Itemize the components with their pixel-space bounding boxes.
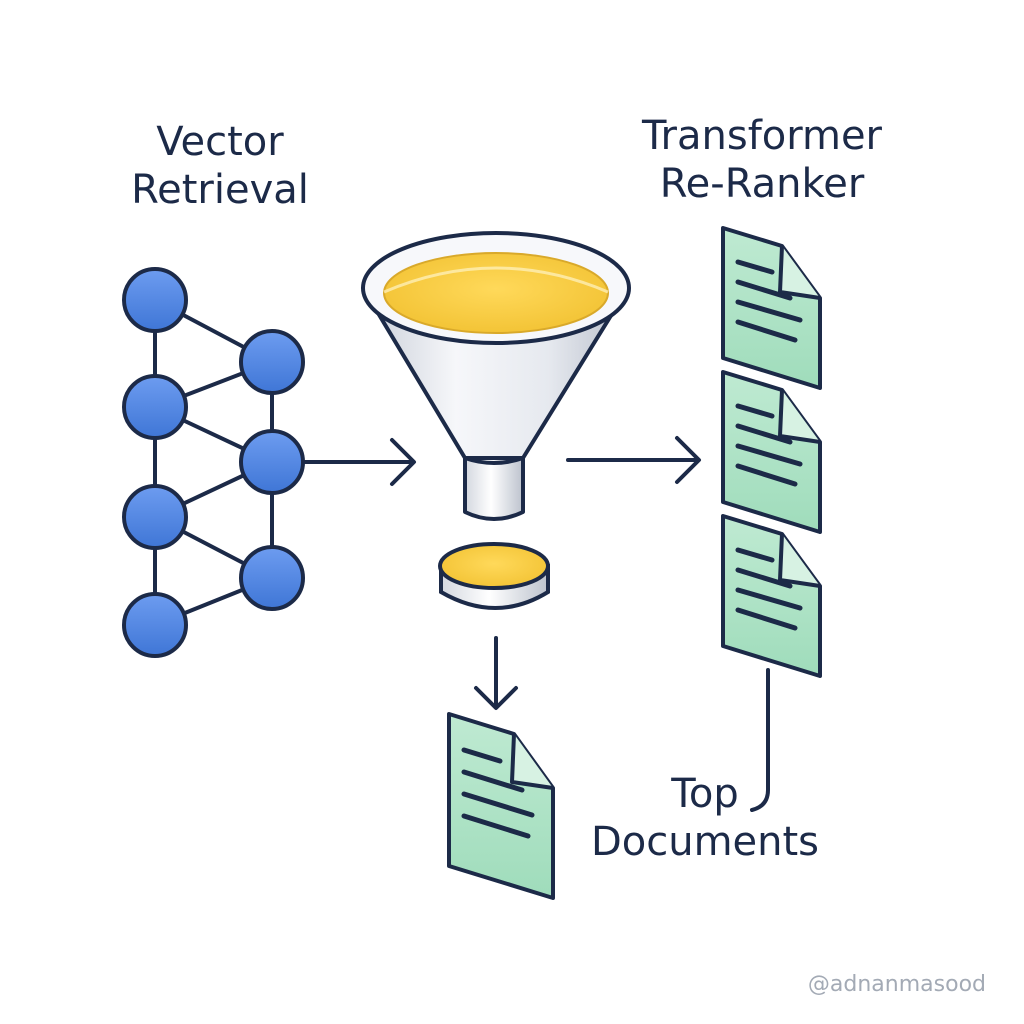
transformer-reranker-label: Transformer Re-Ranker [641,113,883,207]
arrow-right-icon [301,438,416,486]
document-icon [721,226,822,390]
connector-line [750,668,770,812]
top-documents-label: Top Documents [590,771,820,865]
document-icon [447,712,555,900]
arrow-right-icon [566,436,701,484]
network-node [122,267,188,333]
network-node [122,374,188,440]
watermark-text: @adnanmasood [807,972,986,997]
network-node [239,329,305,395]
filtered-disc-icon [438,542,550,610]
neural-network-icon [122,267,305,658]
document-icon [721,514,822,678]
network-node [122,592,188,658]
network-node [239,429,305,495]
network-node [239,545,305,611]
vector-retrieval-label: Vector Retrieval [131,119,309,213]
document-icon [721,370,822,534]
arrow-down-icon [474,636,518,710]
funnel-icon [361,231,631,521]
network-node [122,484,188,550]
